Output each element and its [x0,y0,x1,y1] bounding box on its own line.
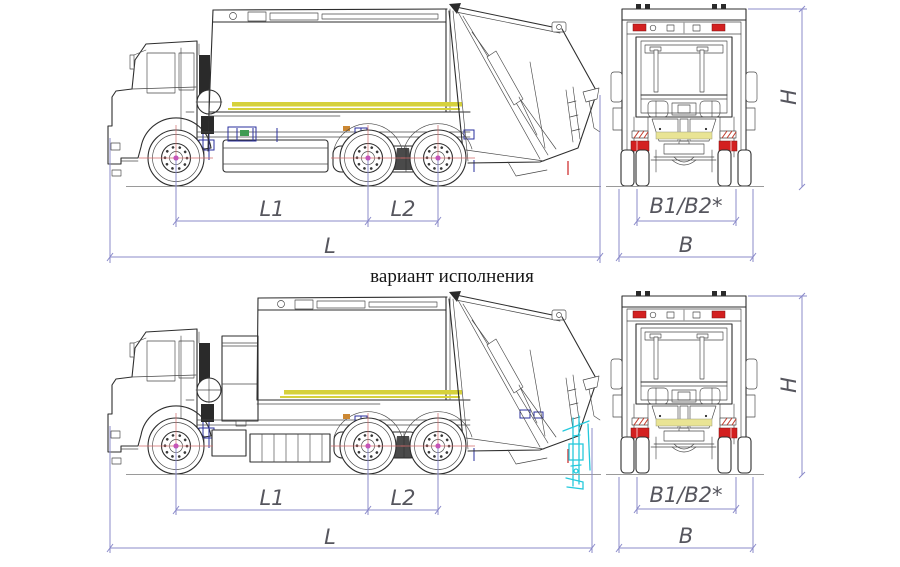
body-stripe [232,102,462,107]
label-l2: L2 [390,486,415,510]
variant-2: L1 L2 L B1/B2* B H [106,290,807,553]
side-view-2: L1 L2 L [106,290,601,553]
variant-1: L1 L2 L B1/B2* B H [106,2,807,263]
body-stripe [284,390,462,395]
rear-view-2: B1/B2* B H [606,290,807,553]
body-stripe-thin [280,396,460,398]
label-b1b2: B1/B2* [649,483,722,507]
subframe-box [249,433,331,463]
label-b: B [679,524,693,548]
label-l: L [324,525,336,549]
side-dimensions-2: L1 L2 L [106,426,596,553]
variant-caption: вариант исполнения [370,266,534,287]
toolbox [222,139,329,173]
label-l2: L2 [390,197,415,221]
side-dimensions-1: L1 L2 L [106,95,604,263]
label-l1: L1 [259,197,284,221]
tandem-beam [394,436,412,458]
tandem-beam [394,148,412,170]
label-b: B [679,233,693,257]
label-l: L [324,234,336,258]
label-b1b2: B1/B2* [649,194,722,218]
side-view-1: L1 L2 L [106,2,604,263]
equipment-box [221,335,259,427]
cargo-body-1 [207,8,471,152]
rear-dimensions-2: B1/B2* B H [615,292,807,553]
rear-view-1: B1/B2* B H [606,3,807,262]
toolbox-small [211,429,247,457]
body-stripe-thin [228,108,460,110]
label-l1: L1 [259,486,284,510]
label-h: H [777,89,801,105]
label-h: H [777,377,801,393]
rear-dimensions-1: B1/B2* B H [615,5,807,262]
